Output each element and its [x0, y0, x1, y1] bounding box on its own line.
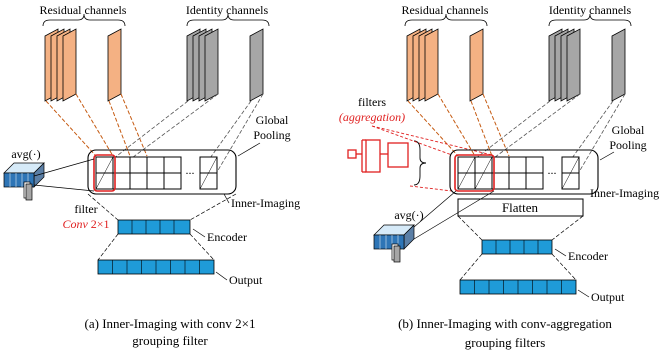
encoder-vector-b — [481, 239, 553, 255]
output-pointer-b — [577, 289, 590, 298]
conv-filter-highlight — [93, 154, 116, 192]
encoder-link-left — [87, 193, 119, 221]
encoder-link-right-b — [551, 215, 584, 241]
avg-link-bottom — [33, 184, 95, 192]
encoder-link-left-b — [457, 215, 483, 241]
residual-feature-maps-b — [406, 28, 484, 102]
global-pooling-label-2: Pooling — [253, 128, 290, 142]
global-pooling-label-b: Global — [612, 123, 645, 137]
output-link-left-b — [459, 253, 483, 281]
caption-b-line1: (b) Inner-Imaging with conv-aggregation — [398, 316, 612, 331]
inner-imaging-pointer — [223, 193, 230, 204]
identity-brace — [186, 13, 270, 27]
filter-label: filter — [74, 202, 97, 216]
avg-label-b: avg(·) — [394, 208, 423, 222]
avg-link-b-1 — [413, 190, 457, 228]
caption-a-line2: grouping filter — [132, 333, 208, 348]
inner-imaging-frame-b — [449, 149, 599, 195]
caption-b-line2: grouping filters — [465, 335, 546, 350]
identity-feature-maps — [186, 28, 264, 102]
global-pooling-label-b-2: Pooling — [609, 138, 646, 152]
encoder-link-right — [189, 193, 237, 221]
residual-brace — [42, 13, 126, 27]
avg-link-top — [33, 158, 95, 177]
inner-imaging-frame — [87, 149, 237, 195]
output-vector — [97, 259, 215, 275]
flatten-label: Flatten — [502, 200, 539, 215]
aggregation-link-top-2 — [371, 125, 493, 156]
aggregation-filter-highlight — [454, 154, 495, 192]
filters-label: filters — [358, 95, 386, 109]
residual-channels-label-b: Residual channels — [402, 3, 489, 17]
global-pooling-label: Global — [256, 113, 289, 127]
identity-channels-label: Identity channels — [186, 3, 269, 17]
residual-brace-b — [404, 13, 488, 27]
identity-feature-maps-b — [548, 28, 626, 102]
encoder-label: Encoder — [207, 230, 247, 244]
avg-filter-plate-b — [391, 243, 401, 263]
inner-image-grid-b — [457, 156, 580, 190]
avg-label: avg(·) — [11, 147, 40, 161]
output-vector-b — [459, 279, 577, 295]
encoder-pointer — [192, 228, 206, 238]
grid-ellipsis-b: ... — [548, 163, 557, 177]
inner-image-grid — [95, 156, 218, 190]
aggregation-filter-icon — [347, 139, 409, 173]
encoder-vector — [117, 219, 191, 235]
filters-brace — [413, 140, 427, 186]
conv-size: 2×1 — [88, 217, 110, 231]
inner-imaging-label-b: Inner-Imaging — [590, 186, 659, 200]
output-pointer — [215, 271, 228, 281]
output-label-b: Output — [591, 290, 625, 304]
conv-filter-caption: Conv 2×1 — [62, 217, 109, 231]
inner-imaging-label: Inner-Imaging — [231, 196, 300, 210]
global-pooling-pointer — [237, 142, 261, 157]
aggregation-link-bottom — [409, 185, 453, 192]
panel-a: Residual channels Identity channels Glob… — [3, 3, 300, 348]
flatten-bar: Flatten — [457, 198, 584, 217]
aggregation-label: (aggregation) — [339, 110, 405, 124]
aggregation-link-top — [371, 125, 453, 156]
residual-channels-label: Residual channels — [40, 3, 127, 17]
output-link-left — [97, 233, 119, 261]
grid-ellipsis: ... — [186, 163, 195, 177]
identity-channels-label-b: Identity channels — [549, 3, 632, 17]
encoder-label-b: Encoder — [568, 249, 608, 263]
global-pooling-pointer-b — [599, 151, 615, 161]
avg-filter-plate — [23, 181, 33, 201]
residual-feature-maps — [44, 28, 122, 102]
output-label: Output — [229, 273, 263, 287]
residual-pooling-links — [45, 93, 148, 157]
caption-a-line1: (a) Inner-Imaging with conv 2×1 — [85, 316, 256, 331]
avg-link-b-2 — [413, 190, 495, 240]
panel-b: Residual channels Identity channels Glob… — [339, 3, 659, 350]
identity-brace-b — [548, 13, 632, 27]
residual-pooling-links-b — [407, 93, 510, 157]
encoder-pointer-b — [554, 248, 567, 257]
conv-word: Conv — [62, 217, 88, 231]
